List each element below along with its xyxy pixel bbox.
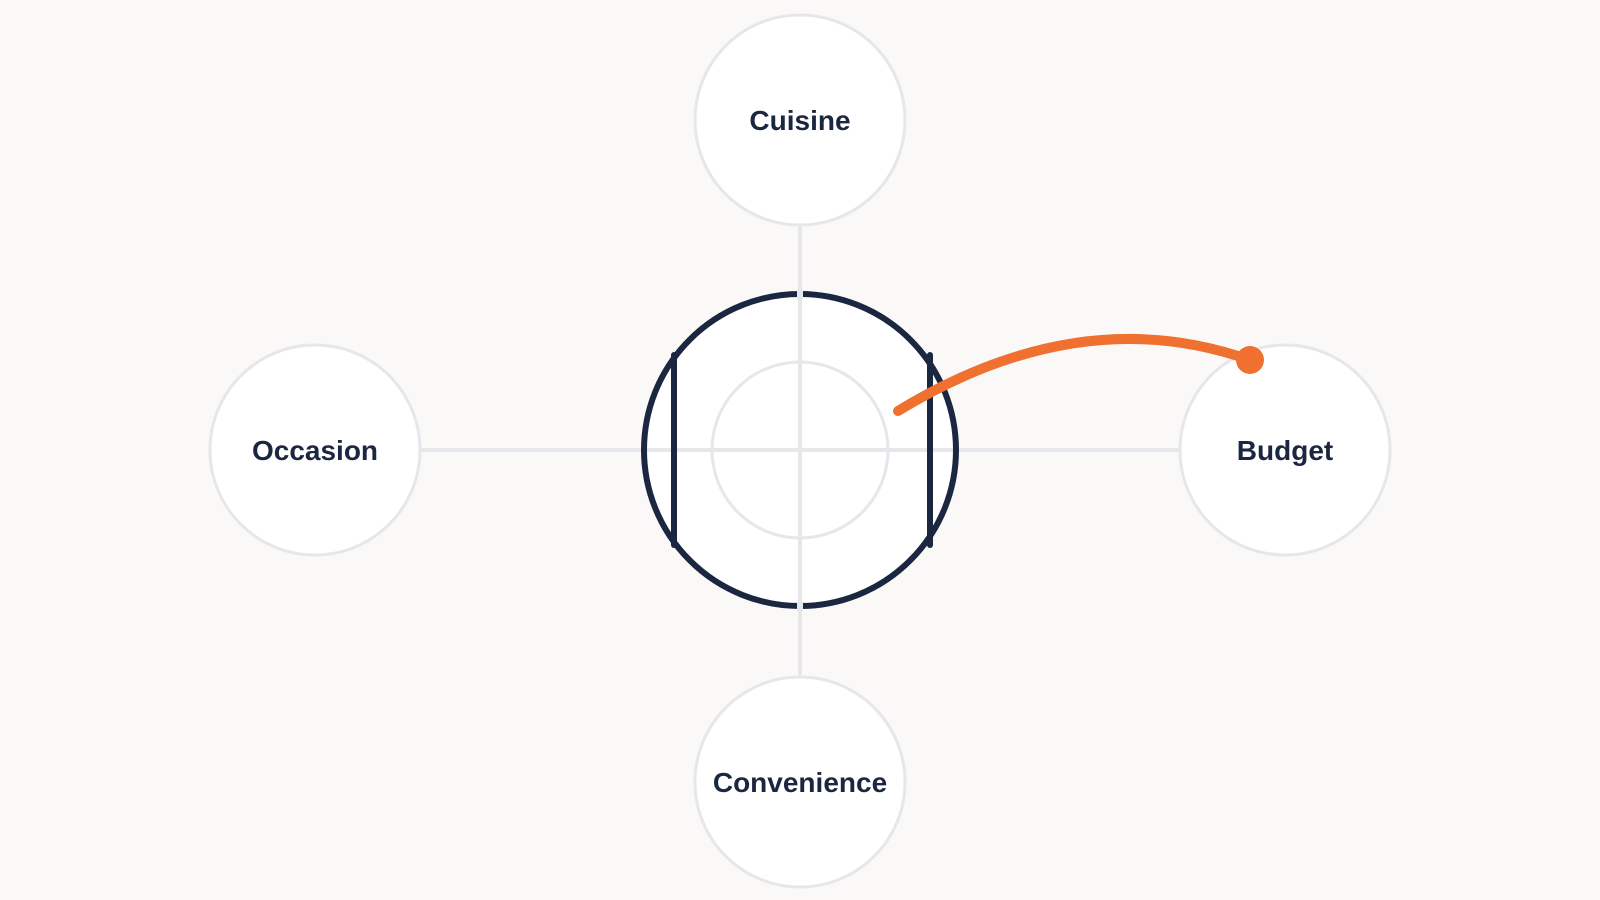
node-bottom: Convenience <box>693 675 907 889</box>
node-right: Budget <box>1178 343 1392 557</box>
node-top: Cuisine <box>693 13 907 227</box>
node-left: Occasion <box>208 343 422 557</box>
node-bottom-label: Convenience <box>713 767 887 798</box>
node-left-circle <box>208 343 422 557</box>
plate-bottom-notch <box>797 601 803 611</box>
node-right-circle <box>1178 343 1392 557</box>
node-top-label: Cuisine <box>749 105 850 136</box>
node-right-label: Budget <box>1237 435 1333 466</box>
plate-icon <box>641 289 959 611</box>
node-top-circle <box>693 13 907 227</box>
plate-inner-ring <box>710 360 890 540</box>
node-bottom-circle <box>693 675 907 889</box>
highlight-arc-path <box>893 333 1255 416</box>
node-left-label: Occasion <box>252 435 378 466</box>
highlight-arc <box>893 333 1264 416</box>
plate-top-notch <box>797 289 803 299</box>
highlight-arc-endpoint <box>1236 346 1264 374</box>
